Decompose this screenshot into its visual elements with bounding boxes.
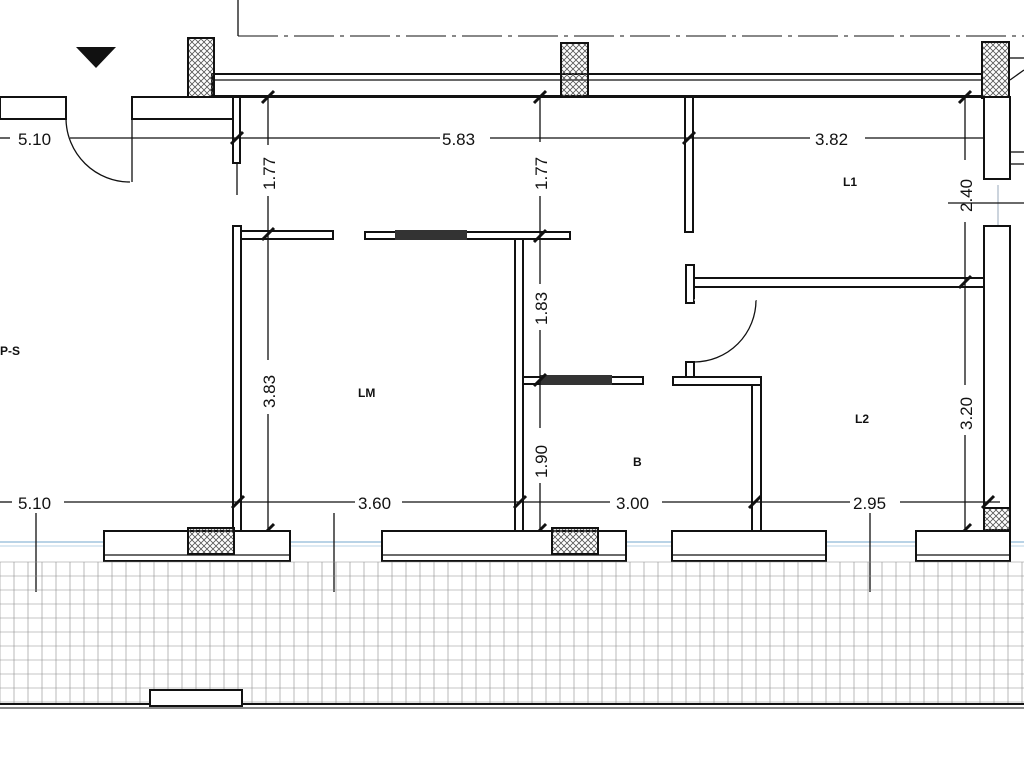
dim-bottom-l2-span: 2.95 (853, 494, 886, 513)
dim-middle-lower-height: 1.90 (532, 445, 551, 478)
bottom-exterior-wall (0, 513, 1024, 592)
property-boundary (237, 0, 1024, 37)
dim-left-upper-height: 1.77 (260, 157, 279, 190)
dim-bottom-b-span: 3.00 (616, 494, 649, 513)
dim-top-middle-span: 5.83 (442, 130, 475, 149)
top-exterior-wall (187, 37, 1024, 99)
dim-right-lower-height: 3.20 (957, 397, 976, 430)
dim-left-lower-height: 3.83 (260, 375, 279, 408)
room-label-l2: L2 (855, 412, 869, 426)
interior-walls (232, 96, 985, 533)
dim-middle-mid-height: 1.83 (532, 292, 551, 325)
dim-bottom-lm-span: 3.60 (358, 494, 391, 513)
dim-middle-upper-height: 1.77 (532, 157, 551, 190)
entrance-arrow-icon (76, 47, 116, 68)
dim-top-right-span: 3.82 (815, 130, 848, 149)
room-label-lm: LM (358, 386, 375, 400)
room-label-b: B (633, 455, 642, 469)
room-label-l1: L1 (843, 175, 857, 189)
dim-top-left-span: 5.10 (18, 130, 51, 149)
dim-bottom-left-span: 5.10 (18, 494, 51, 513)
left-upper-walls (0, 96, 982, 195)
dim-right-upper-height: 2.40 (957, 179, 976, 212)
terrace-tile-grid (0, 561, 1024, 704)
right-exterior-wall (983, 96, 1024, 555)
terrace-edge (0, 689, 1024, 709)
room-label-ps: P-S (0, 344, 20, 358)
dimension-lines (0, 89, 1024, 538)
